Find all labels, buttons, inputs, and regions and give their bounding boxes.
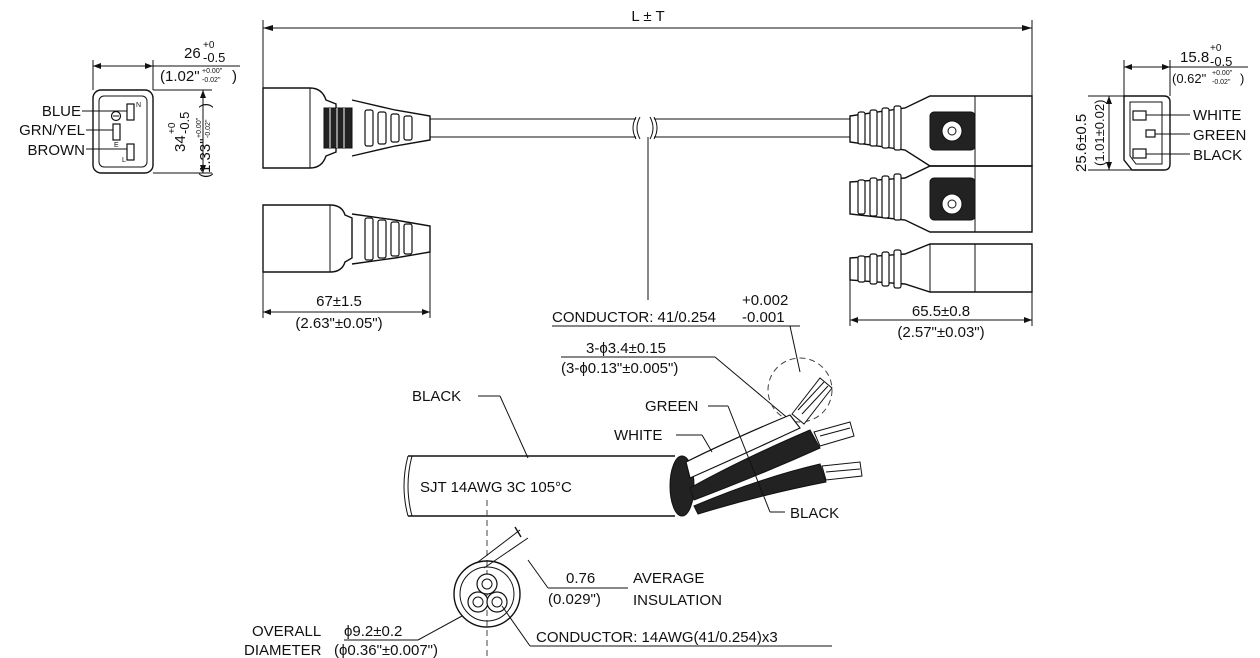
insulation-label-1: AVERAGE bbox=[633, 570, 704, 587]
cable-marking: SJT 14AWG 3C 105°C bbox=[420, 479, 572, 496]
conductor-spec-label: CONDUCTOR: 41/0.254 bbox=[552, 309, 716, 326]
inlet-width-in-tol-lower: -0.02" bbox=[202, 77, 221, 84]
cross-section-view: 0.76 (0.029") AVERAGE INSULATION OVERALL… bbox=[244, 500, 832, 658]
overall-length-label: L ± T bbox=[631, 8, 664, 25]
inlet-plug-length-in: (2.63"±0.05") bbox=[295, 315, 382, 332]
pin-letter-l: L bbox=[122, 157, 126, 164]
insulation-value: 0.76 bbox=[566, 570, 595, 587]
inlet-width-in-tol-upper: +0.00" bbox=[202, 68, 223, 75]
inlet-height-in-close: ) bbox=[197, 103, 214, 108]
outlet-slot-black bbox=[1132, 148, 1147, 159]
outlet-height-mm: 25.6±0.5 bbox=[1073, 114, 1090, 172]
inlet-wire-blue: BLUE bbox=[42, 103, 81, 120]
outlet-wire-white: WHITE bbox=[1193, 107, 1241, 124]
outlet-connector-1 bbox=[849, 95, 1033, 167]
outlet-width-in-tol-upper: +0.00" bbox=[1212, 70, 1233, 77]
outlet-wire-black: BLACK bbox=[1193, 147, 1242, 164]
core-label-white: WHITE bbox=[614, 427, 662, 444]
inlet-wire-grnyel: GRN/YEL bbox=[19, 122, 85, 139]
outlet-connector-2 bbox=[849, 165, 1033, 233]
inlet-height-mm: 34 bbox=[172, 135, 189, 152]
outlet-width-in-close: ) bbox=[1240, 71, 1244, 86]
insulation-label-2: INSULATION bbox=[633, 592, 722, 609]
outlet-length-mm: 65.5±0.8 bbox=[912, 303, 970, 320]
earth-pin bbox=[112, 123, 121, 141]
inlet-plug-length-mm: 67±1.5 bbox=[316, 293, 362, 310]
inlet-height-in-tol-upper: +0.00" bbox=[196, 117, 203, 138]
pin-letter-e: E bbox=[114, 142, 119, 149]
conductor-tol-upper: +0.002 bbox=[742, 292, 788, 309]
core-diameter-in: (3-ϕ0.13"±0.005") bbox=[561, 360, 678, 377]
inlet-width-mm: 26 bbox=[184, 45, 201, 62]
conductor-size-label: CONDUCTOR: 14AWG(41/0.254)x3 bbox=[536, 629, 778, 646]
outlet-length-dimension: 65.5±0.8 (2.57"±0.03") bbox=[849, 280, 1033, 341]
outlet-height-in: (1.01±0.02) bbox=[1092, 100, 1107, 166]
diameter-label-1: OVERALL bbox=[252, 623, 321, 640]
outlet-slot-white bbox=[1132, 110, 1147, 121]
diameter-label-2: DIAMETER bbox=[244, 642, 322, 658]
outlet-face-view: WHITE GREEN BLACK 15.8 +0 -0.5 (0.62" +0… bbox=[1073, 43, 1248, 172]
inlet-plug-side-view bbox=[262, 87, 431, 169]
outlet-width-mm: 15.8 bbox=[1180, 49, 1209, 66]
inlet-height-tol-lower: -0.5 bbox=[177, 112, 192, 134]
core-label-black: BLACK bbox=[790, 505, 839, 522]
pin-letter-n: N bbox=[136, 102, 141, 109]
inlet-height-in-tol-lower: -0.02" bbox=[205, 119, 212, 138]
conductor-spec-callout: CONDUCTOR: 41/0.254 +0.002 -0.001 3-ϕ3.4… bbox=[552, 292, 833, 423]
core-label-green: GREEN bbox=[645, 398, 698, 415]
jacket-color-label: BLACK bbox=[412, 388, 461, 405]
inlet-width-tol-lower: -0.5 bbox=[203, 50, 225, 65]
outlet-width-tol-lower: -0.5 bbox=[1210, 54, 1232, 69]
cable-detail-view: SJT 14AWG 3C 105°C BLACK GREEN WHITE BLA… bbox=[403, 377, 863, 522]
inlet-plug-side-view-2: 67±1.5 (2.63"±0.05") bbox=[262, 204, 431, 332]
inlet-face-view: N E L BLUE GRN/YEL BROWN 26 +0 -0.5 (1.0… bbox=[19, 40, 240, 178]
diameter-in: (ϕ0.36"±0.007") bbox=[334, 642, 438, 658]
outlet-width-tol-upper: +0 bbox=[1210, 43, 1222, 54]
conductor-detail-circle bbox=[767, 357, 833, 423]
outlet-connector-3 bbox=[849, 243, 1033, 293]
outlet-width-in-tol-lower: -0.02" bbox=[1212, 79, 1231, 86]
line-pin bbox=[126, 143, 135, 161]
neutral-pin bbox=[126, 103, 135, 121]
core-diameter-mm: 3-ϕ3.4±0.15 bbox=[586, 340, 666, 357]
outlet-length-in: (2.57"±0.03") bbox=[897, 324, 984, 341]
conductor-tol-lower: -0.001 bbox=[742, 309, 785, 326]
insulation-value-in: (0.029") bbox=[548, 591, 601, 608]
outlet-wire-green: GREEN bbox=[1193, 127, 1246, 144]
inlet-width-in-close: ) bbox=[232, 68, 237, 85]
inlet-width-tol-upper: +0 bbox=[203, 40, 215, 51]
diameter-mm: ϕ9.2±0.2 bbox=[344, 623, 402, 640]
inlet-width-in: (1.02" bbox=[160, 68, 200, 85]
overall-length-dimension: L ± T bbox=[262, 6, 1033, 98]
outlet-width-in: (0.62" bbox=[1172, 71, 1207, 86]
inlet-height-tol-upper: +0 bbox=[167, 122, 178, 134]
outlet-slot-green bbox=[1145, 129, 1156, 138]
main-cable bbox=[430, 116, 850, 300]
inlet-height-in: (1.33" bbox=[197, 138, 214, 178]
inlet-wire-brown: BROWN bbox=[28, 142, 86, 159]
